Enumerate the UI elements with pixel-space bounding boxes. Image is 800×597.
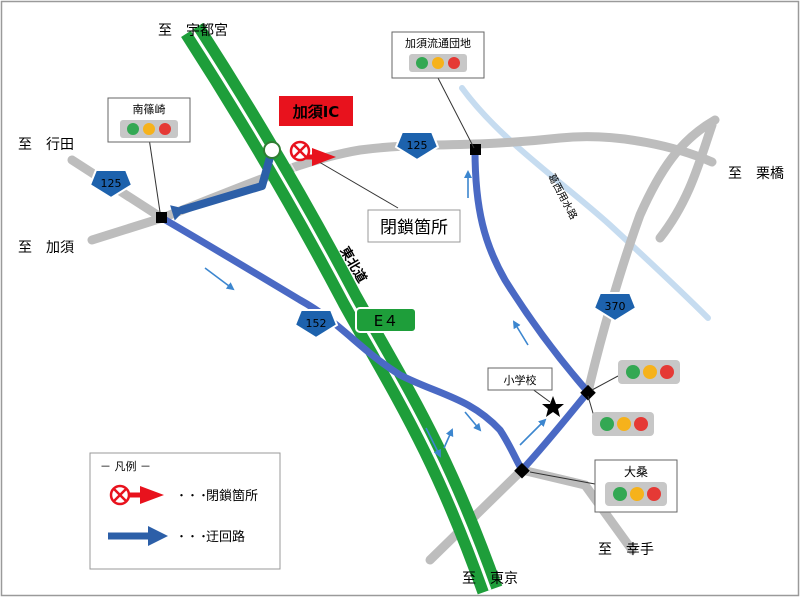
svg-text:125: 125 <box>407 139 428 152</box>
kazo-ic-label: 加須IC <box>292 103 340 121</box>
node-minami-shinozaki <box>156 212 167 223</box>
legend: － 凡例 － ・・・ 閉鎖箇所 ・・・ 迂回路 <box>89 452 281 570</box>
intersection-label: 大桑 <box>624 465 648 479</box>
traffic-signal-icon <box>605 482 667 506</box>
node-kazo-ryutsu <box>470 144 481 155</box>
road-to-satte <box>517 465 637 555</box>
road-to-utsunomiya-north <box>583 115 720 397</box>
traffic-signal-icon <box>409 54 467 72</box>
svg-text:125: 125 <box>101 177 122 190</box>
node-ohkuwa <box>514 462 530 479</box>
legend-closure-row: ・・・ 閉鎖箇所 <box>109 484 258 506</box>
legend-detour-row: ・・・ 迂回路 <box>108 526 245 546</box>
dest-kazo: 至 加須 <box>18 240 74 256</box>
traffic-signal-icon <box>592 412 654 436</box>
route-shield-125-west: 125 <box>88 169 134 200</box>
legend-title: － 凡例 － <box>100 459 151 473</box>
closure-label: 閉鎖箇所 <box>380 218 448 238</box>
legend-dots: ・・・ <box>176 489 209 502</box>
traffic-signal-icon <box>120 120 178 138</box>
route-shield-152: 152 <box>293 309 339 340</box>
legend-detour-label: 迂回路 <box>206 529 245 545</box>
closure-label-box <box>367 209 461 243</box>
node-east-signal <box>580 384 596 401</box>
road-to-kurihashi-east <box>655 120 717 243</box>
dest-kurihashi: 至 栗橋 <box>728 166 784 182</box>
svg-text:152: 152 <box>306 317 327 330</box>
route-shield-370: 370 <box>592 292 638 323</box>
route-shield-125-east: 125 <box>394 131 440 162</box>
flow-arrows <box>204 170 547 458</box>
dest-gyoda: 至 行田 <box>18 137 74 153</box>
e4-label: E４ <box>374 312 398 330</box>
school-star-icon <box>542 396 564 417</box>
intersection-label: 加須流通団地 <box>405 36 471 50</box>
tohoku-expressway <box>181 21 503 595</box>
school-label-box <box>487 367 553 391</box>
dest-satte: 至 幸手 <box>598 542 654 558</box>
canal-waterway <box>459 85 711 321</box>
signal-box-kazo-ryutsu: 加須流通団地 <box>391 31 485 79</box>
detour-arrow-icon <box>148 526 168 546</box>
signal-box-ohkuwa: 大桑 <box>594 459 678 513</box>
signal-box-minami-shinozaki: 南篠崎 <box>107 97 191 143</box>
svg-text:370: 370 <box>605 300 626 313</box>
detour-route-152 <box>158 146 592 474</box>
kazo-ic-node <box>263 141 281 159</box>
dest-tokyo: 至 東京 <box>462 571 518 587</box>
dest-utsunomiya: 至 宇都宮 <box>158 23 228 39</box>
intersection-label: 南篠崎 <box>133 102 166 116</box>
kazo-ic-badge <box>279 96 353 126</box>
school-label: 小学校 <box>504 373 537 387</box>
legend-dots: ・・・ <box>176 530 209 543</box>
ic-detour-arrow <box>170 146 276 221</box>
e4-sign: E４ <box>355 307 417 333</box>
road-south-west <box>425 465 527 565</box>
legend-closure-label: 閉鎖箇所 <box>206 488 258 504</box>
closure-marker <box>289 140 336 166</box>
traffic-signal-icon <box>618 360 680 384</box>
